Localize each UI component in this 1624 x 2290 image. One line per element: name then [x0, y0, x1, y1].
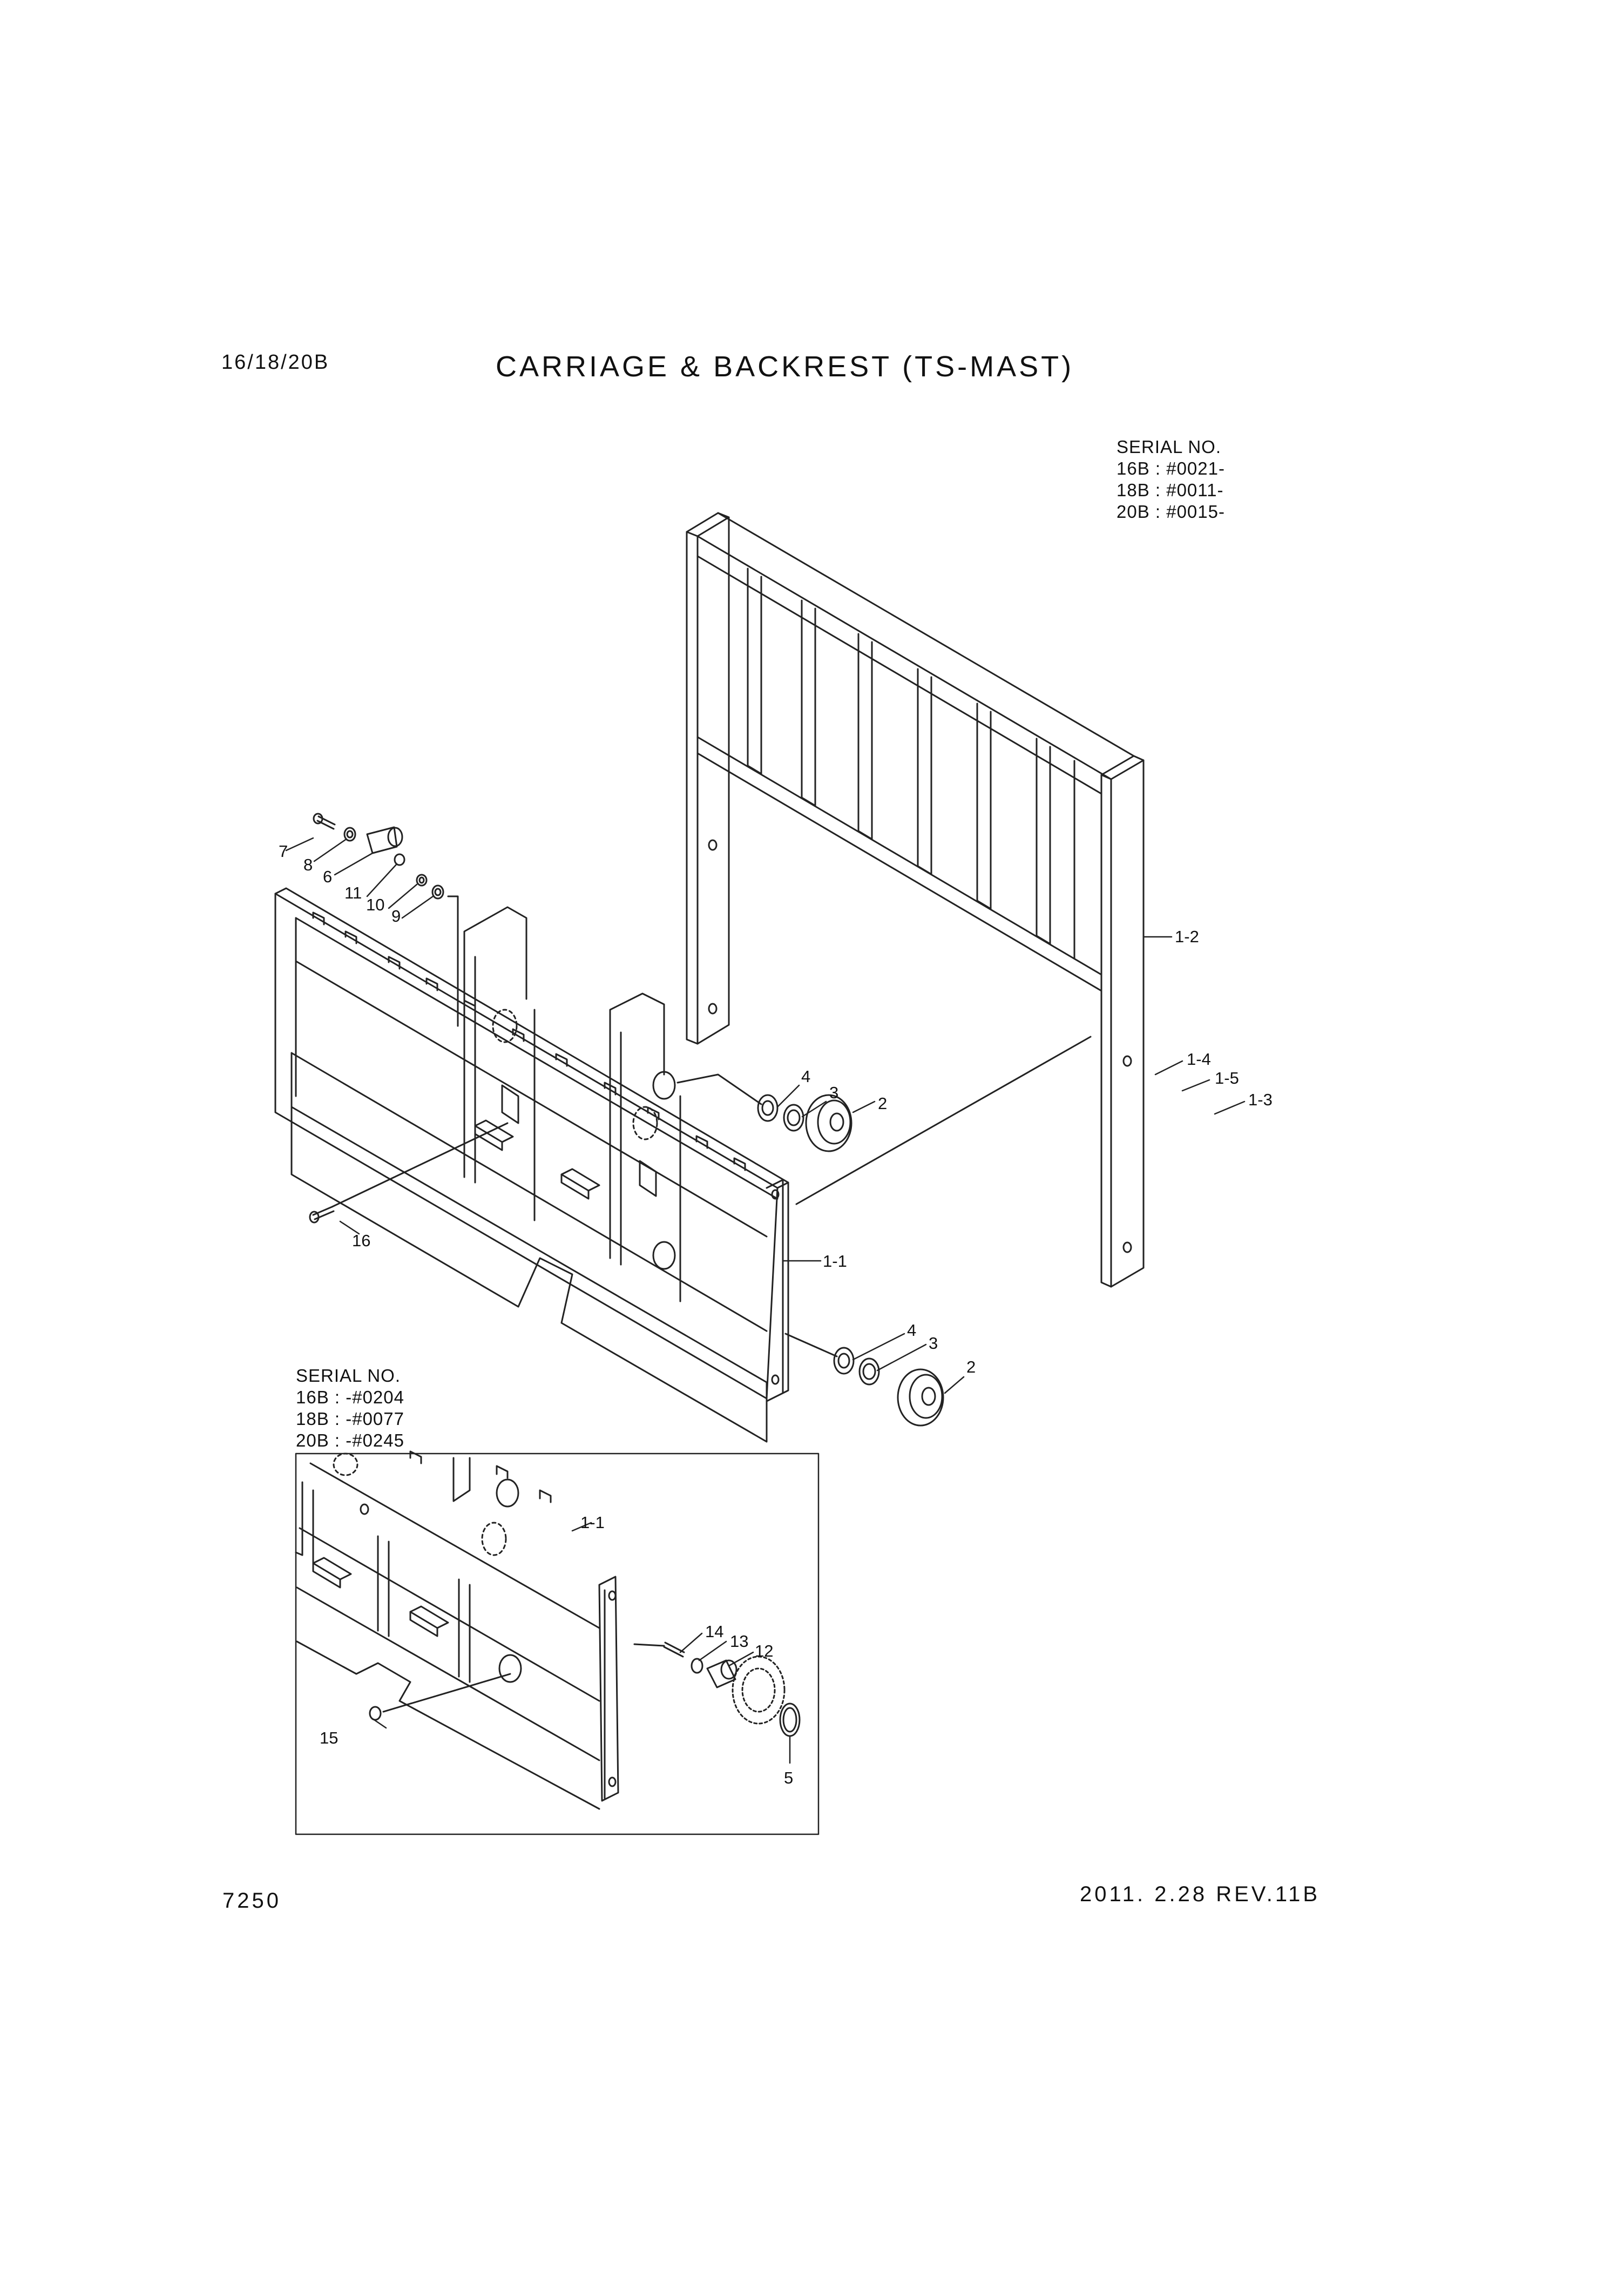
- revision-date: 2011. 2.28 REV.11B: [1080, 1882, 1321, 1906]
- part-label: 14: [705, 1622, 723, 1641]
- roller-set-lower: [784, 1333, 944, 1427]
- backrest-frame: [686, 512, 1145, 1288]
- part-label: 1-5: [1215, 1069, 1239, 1087]
- part-label: 4: [801, 1067, 810, 1086]
- part-labels: 7 8 6 11 10 9 1-2 1-4 1-5 1-3 4 3 2 16 1…: [279, 842, 1273, 1787]
- model-code: 16/18/20B: [221, 351, 330, 374]
- part-label: 4: [907, 1321, 916, 1340]
- roller-set-upper: [676, 1073, 852, 1152]
- part-label: 11: [344, 883, 362, 902]
- part-label: 1-1: [580, 1513, 605, 1532]
- part-label: 2: [878, 1094, 887, 1113]
- serial-heading: SERIAL NO.: [296, 1366, 401, 1386]
- inset-leader-lines: [371, 1522, 791, 1764]
- page-title: CARRIAGE & BACKREST (TS-MAST): [496, 350, 1074, 383]
- serial-note-inset: SERIAL NO. 16B : -#0204 18B : -#0077 20B…: [296, 1365, 404, 1451]
- part-label: 9: [391, 907, 401, 926]
- inset-frame: [295, 1453, 820, 1835]
- part-label: 13: [730, 1632, 748, 1651]
- serial-line: 16B : #0021-: [1116, 458, 1225, 478]
- page-number: 7250: [222, 1889, 281, 1913]
- part-label: 1-3: [1248, 1090, 1273, 1109]
- part-label: 6: [323, 867, 332, 886]
- serial-line: 20B : #0015-: [1116, 502, 1225, 522]
- serial-line: 20B : -#0245: [296, 1430, 404, 1450]
- part-label: 10: [366, 895, 384, 914]
- part-label: 5: [784, 1768, 793, 1787]
- part-label: 2: [966, 1357, 976, 1376]
- part-label: 3: [829, 1083, 838, 1102]
- serial-note-top: SERIAL NO. 16B : #0021- 18B : #0011- 20B…: [1116, 436, 1225, 523]
- inset-parts: [633, 1641, 801, 1737]
- part-label: 16: [352, 1231, 370, 1250]
- serial-line: 18B : #0011-: [1116, 480, 1224, 500]
- bolt-set: [313, 813, 459, 1027]
- part-label: 3: [929, 1334, 938, 1353]
- inset-carriage: [295, 1450, 619, 1810]
- serial-line: 16B : -#0204: [296, 1387, 404, 1407]
- serial-line: 18B : -#0077: [296, 1409, 404, 1429]
- serial-heading: SERIAL NO.: [1116, 437, 1221, 457]
- part-label: 15: [320, 1728, 338, 1747]
- leader-lines: [285, 837, 1246, 1394]
- part-label: 1-1: [823, 1252, 847, 1271]
- part-label: 7: [279, 842, 288, 861]
- part-label: 1-4: [1187, 1050, 1211, 1069]
- part-label: 8: [303, 855, 313, 874]
- part-label: 12: [755, 1641, 773, 1660]
- carriage-assembly: [274, 887, 789, 1443]
- part-label: 1-2: [1175, 927, 1199, 946]
